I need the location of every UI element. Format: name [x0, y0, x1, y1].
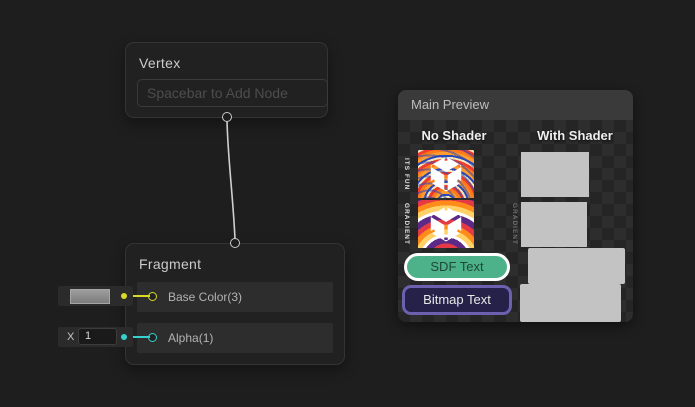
- alpha-value-field[interactable]: 1: [78, 328, 117, 345]
- fragment-node-title: Fragment: [139, 256, 202, 272]
- sprite2-vertical-label: GRADIENT: [403, 203, 410, 245]
- bitmap-text-sample: Bitmap Text: [402, 285, 512, 315]
- vertex-to-fragment-edge: [226, 120, 236, 240]
- alpha-port-label: Alpha(1): [168, 331, 214, 345]
- fragment-input-port[interactable]: [230, 238, 240, 248]
- sprite1-shader-preview: [521, 152, 589, 197]
- vertex-node-title: Vertex: [139, 55, 181, 71]
- alpha-connector-dot: [121, 334, 127, 340]
- base-color-port-row[interactable]: Base Color(3): [137, 282, 333, 312]
- add-node-hint-input[interactable]: Spacebar to Add Node: [137, 79, 328, 107]
- sprite1-vertical-label: ITS FUN: [403, 157, 410, 191]
- with-shader-column-header: With Shader: [537, 128, 613, 143]
- alpha-default-widget[interactable]: X 1: [58, 327, 133, 347]
- unity-cube-logo-icon: [430, 206, 462, 242]
- sprite2-shader-preview: [521, 202, 587, 247]
- bitmap-text-shader-preview: [520, 284, 621, 322]
- main-preview-header[interactable]: Main Preview: [398, 90, 633, 120]
- alpha-x-label: X: [67, 331, 75, 343]
- main-preview-panel: Main Preview No Shader With Shader ITS F…: [398, 90, 633, 322]
- main-preview-body: No Shader With Shader ITS FUN GRADIENT G…: [398, 120, 633, 322]
- alpha-port-row[interactable]: Alpha(1): [137, 323, 333, 353]
- vertex-node[interactable]: Vertex Spacebar to Add Node: [125, 42, 328, 118]
- sprite1-preview-image: [418, 150, 474, 198]
- base-color-port-label: Base Color(3): [168, 290, 243, 304]
- sprite2-preview-image: [418, 200, 474, 248]
- vertex-output-port[interactable]: [222, 112, 232, 122]
- sdf-text-sample: SDF Text: [404, 253, 510, 281]
- alpha-link-line: [125, 336, 150, 338]
- fragment-node[interactable]: Fragment Base Color(3) Alpha(1): [125, 243, 345, 365]
- sdf-text-shader-preview: [528, 248, 625, 284]
- base-color-link-line: [125, 295, 150, 297]
- base-color-connector-dot: [121, 293, 127, 299]
- sprite2-shader-vertical-label: GRADIENT: [511, 203, 518, 245]
- unity-cube-logo-icon: [430, 156, 462, 192]
- base-color-default-widget[interactable]: [58, 286, 133, 306]
- color-swatch[interactable]: [70, 289, 110, 304]
- no-shader-column-header: No Shader: [421, 128, 487, 143]
